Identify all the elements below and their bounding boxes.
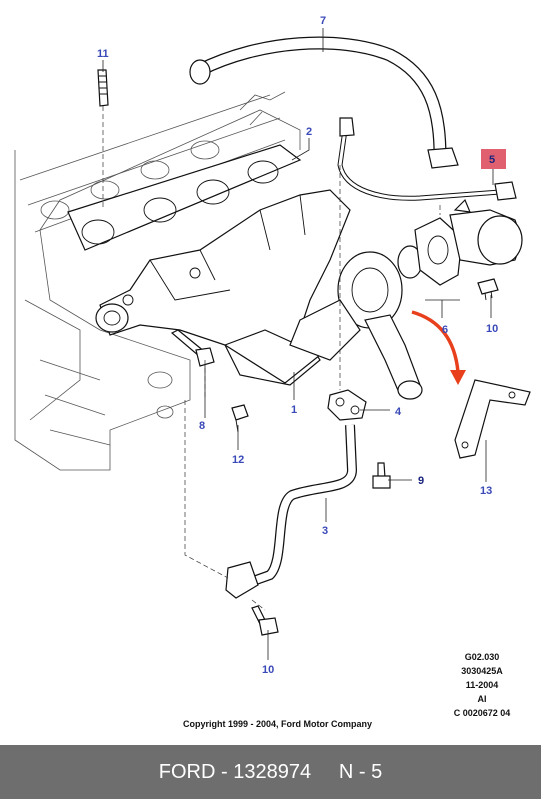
callout-6: 6 xyxy=(442,324,448,336)
turbocharger xyxy=(289,251,423,400)
oil-return-pipe-part-3 xyxy=(225,424,358,599)
callout-8: 8 xyxy=(199,420,205,432)
drawing-id: C 0020672 04 xyxy=(453,708,511,718)
callout-10-upper: 10 xyxy=(486,323,498,335)
manifold-gasket-part-2 xyxy=(67,144,302,251)
drawing-code: G02.030 xyxy=(464,652,500,662)
bolt-part-8 xyxy=(170,329,215,367)
direction-arrowhead xyxy=(450,370,466,385)
callout-10-lower: 10 xyxy=(262,664,274,676)
bolt-part-10-lower xyxy=(251,605,279,636)
oil-feed-pipe-part-5 xyxy=(337,117,517,201)
outlet-gasket-part-6 xyxy=(397,217,463,286)
callout-leaders xyxy=(102,28,494,660)
exploded-parts-diagram: 7 11 2 5 6 10 1 4 8 12 9 13 3 10 xyxy=(14,15,531,676)
callout-2: 2 xyxy=(306,126,312,138)
drawing-date: 11-2004 xyxy=(465,680,499,690)
copyright-notice: Copyright 1999 - 2004, Ford Motor Compan… xyxy=(183,719,373,729)
engine-block-outline xyxy=(14,91,301,471)
bracket-part-13 xyxy=(454,379,531,459)
callout-3: 3 xyxy=(322,525,328,537)
callout-9: 9 xyxy=(418,475,424,487)
hose-part-7 xyxy=(189,36,459,169)
drawing-reference-block: G02.030 3030425A 11-2004 AI C 0020672 04 xyxy=(447,650,517,720)
flange-gasket-part-4 xyxy=(327,389,367,421)
intake-elbow xyxy=(449,198,523,266)
callout-13: 13 xyxy=(480,485,492,497)
callout-7: 7 xyxy=(320,15,326,27)
footer-text: FORD - 1328974 N - 5 xyxy=(158,760,383,783)
exhaust-manifold-part-1 xyxy=(95,189,351,386)
nut-part-12 xyxy=(231,404,249,433)
callout-1: 1 xyxy=(291,404,297,416)
callout-4: 4 xyxy=(395,406,402,418)
part-number-footer: FORD - 1328974 N - 5 xyxy=(0,745,541,799)
drawing-number: 3030425A xyxy=(461,666,503,676)
bolt-part-10-upper xyxy=(477,278,499,301)
stud-part-11 xyxy=(97,69,109,107)
bolt-part-9 xyxy=(372,462,391,489)
callout-5: 5 xyxy=(489,154,495,166)
callout-11: 11 xyxy=(97,48,109,60)
drawing-class: AI xyxy=(477,694,487,704)
callout-12: 12 xyxy=(232,454,244,466)
callout-5-highlight xyxy=(481,149,506,169)
direction-arrow xyxy=(411,310,460,373)
